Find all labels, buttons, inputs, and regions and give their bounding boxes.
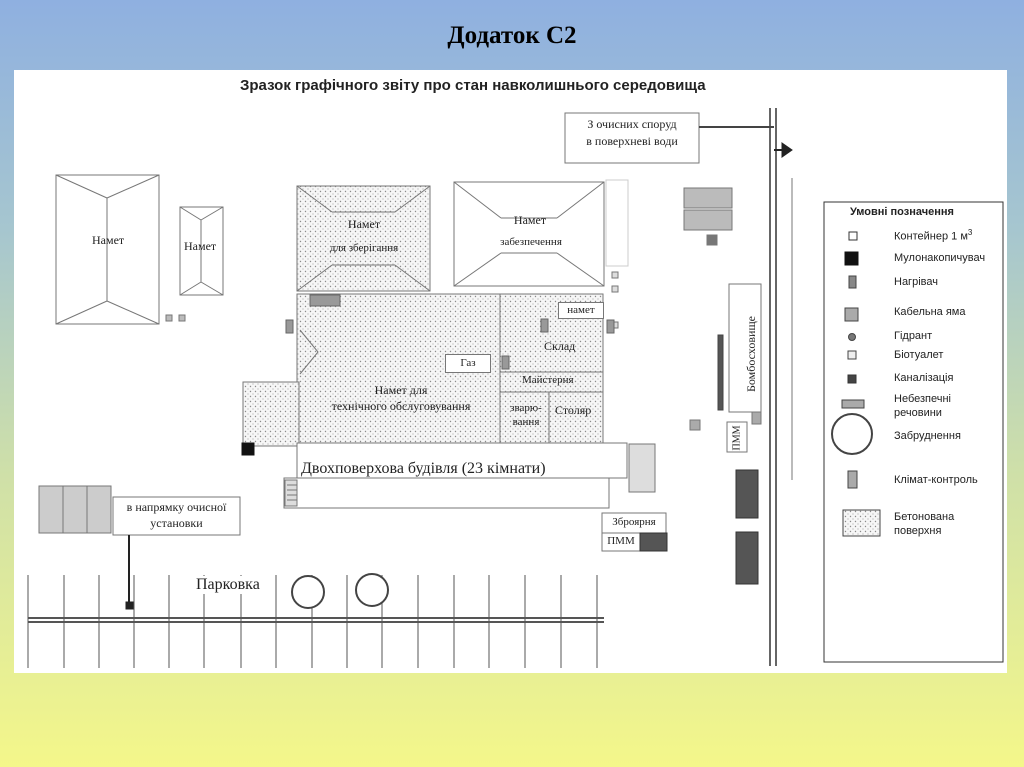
- climate-control-icon: [847, 470, 858, 489]
- legend-box: [823, 201, 1004, 663]
- concrete-surface-icon: [842, 509, 881, 537]
- wastewater-box: [564, 112, 700, 164]
- welding-label-2: вання: [512, 416, 540, 428]
- legend-item-heater: Нагрівач: [894, 276, 938, 288]
- service-tent-label-2: технічного обслуговування: [331, 399, 471, 413]
- tent-small-label: Намет: [184, 239, 217, 253]
- workshop-label: Майстерня: [522, 374, 574, 386]
- warehouse-label: Склад: [544, 339, 576, 353]
- arrow-head-icon: [781, 142, 793, 158]
- pollution-icon: [831, 413, 873, 455]
- sludge-collector-marker: [241, 442, 255, 456]
- dark-container: [735, 531, 759, 585]
- sludge-collector-icon: [844, 251, 859, 266]
- treatment-label-2: установки: [150, 516, 203, 530]
- biotoilet-marker: [611, 271, 619, 279]
- treatment-direction-box: [112, 496, 241, 536]
- legend-item-pollution: Забруднення: [894, 430, 961, 442]
- pmm-side-storage: [726, 421, 748, 453]
- legend-item-hydrant: Гідрант: [894, 330, 933, 342]
- cable-pit-icon: [844, 307, 859, 322]
- main-building: [283, 442, 656, 509]
- heater-marker: [285, 319, 294, 334]
- tent-supply-sub-label: забезпечення: [500, 236, 562, 248]
- heater-icon: [848, 275, 857, 289]
- service-tent-label-1: Намет для: [374, 383, 428, 397]
- tent-left: [55, 174, 160, 325]
- legend-item-sewer: Каналізація: [894, 372, 954, 384]
- plan-title: Зразок графічного звіту про стан навколи…: [240, 77, 706, 94]
- site-plan-panel: Зразок графічного звіту про стан навколи…: [14, 70, 1007, 673]
- storage-blocks: [38, 485, 112, 534]
- small-store-tent: намет: [558, 302, 604, 319]
- parking-label: Парковка: [194, 576, 262, 595]
- tent-storage: [296, 185, 431, 292]
- hazardous-strip: [717, 334, 724, 411]
- tent-storage-sub-label: для зберігання: [329, 242, 399, 254]
- tent-small: [179, 206, 224, 296]
- tent-supply: [453, 181, 605, 287]
- pmm-side-label: ПММ: [731, 425, 743, 451]
- legend-item-biotoilet: Біотуалет: [894, 349, 944, 361]
- sewer-marker: [706, 234, 718, 246]
- tent-supply-label: Намет: [513, 213, 547, 227]
- hydrant-icon: [848, 333, 856, 341]
- legend-heading: Умовні позначення: [850, 206, 954, 218]
- heater-marker: [606, 319, 615, 334]
- dark-container: [735, 469, 759, 519]
- legend-item-hazardous-1: Небезпечні: [894, 393, 951, 405]
- legend-item-concrete-1: Бетонована: [894, 511, 955, 523]
- bomb-shelter-label: Бомбосховище: [744, 315, 759, 393]
- container-marker: [178, 314, 186, 322]
- pmm-bottom-label: ПММ: [607, 535, 635, 547]
- legend-item-climate: Клімат-контроль: [894, 474, 978, 486]
- container-icon: [848, 231, 858, 241]
- cable-pit-marker: [689, 419, 701, 431]
- hazardous-substances-marker: [309, 294, 341, 307]
- treatment-direction-end: [125, 601, 134, 610]
- hazardous-dark-marker: [639, 532, 668, 552]
- pollution-marker: [355, 573, 389, 607]
- heater-marker: [751, 411, 762, 425]
- outline-structure: [605, 179, 629, 267]
- pollution-marker: [291, 575, 325, 609]
- biotoilet-icon: [847, 350, 857, 360]
- service-complex: [242, 293, 604, 447]
- site-plan-drawing: [27, 108, 1004, 668]
- legend-item-sludge: Мулонакопичувач: [894, 252, 986, 264]
- legend-item-concrete-2: поверхня: [894, 525, 942, 537]
- treatment-label-1: в напрямку очисної: [126, 500, 227, 514]
- heater-marker: [501, 355, 510, 370]
- heater-marker: [540, 318, 549, 333]
- cable-pit-marker: [683, 209, 733, 231]
- wastewater-label-1: З очисних споруд: [587, 117, 677, 131]
- sewer-icon: [847, 374, 857, 384]
- legend-item-container: Контейнер 1 м3: [894, 228, 973, 243]
- legend-item-cable-pit: Кабельна яма: [894, 306, 966, 318]
- armory-label: Зброярня: [612, 516, 656, 528]
- tent-left-label: Намет: [92, 233, 125, 247]
- welding-label-1: зварю-: [510, 402, 542, 414]
- legend-item-hazardous-2: речовини: [894, 407, 942, 419]
- carpentry-label: Столяр: [555, 403, 592, 417]
- slide-title: Додаток С2: [447, 22, 577, 49]
- container-marker: [165, 314, 173, 322]
- bomb-shelter: [728, 283, 762, 413]
- hazardous-substances-icon: [841, 399, 865, 409]
- wastewater-label-2: в поверхневі води: [586, 134, 678, 148]
- biotoilet-marker: [611, 285, 619, 293]
- gas-storage: Газ: [445, 354, 491, 373]
- cable-pit-marker: [683, 187, 733, 209]
- tent-storage-label: Намет: [347, 217, 381, 231]
- main-building-label: Двохповерхова будівля (23 кімнати): [301, 460, 546, 477]
